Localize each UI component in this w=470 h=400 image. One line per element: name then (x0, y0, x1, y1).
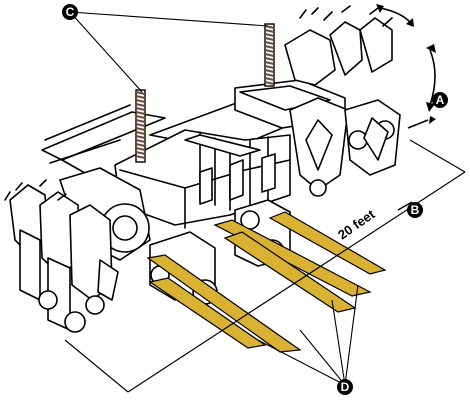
fin-tooth (264, 57, 275, 61)
fin-tooth (135, 155, 146, 159)
fin-tooth (264, 33, 275, 37)
guide-rails (146, 211, 387, 353)
fin-tooth (264, 29, 275, 33)
fin-tooth (264, 61, 275, 65)
fin-tooth (135, 91, 146, 95)
dimension-label: 20 feet (335, 206, 378, 242)
fin-tooth (135, 111, 146, 115)
rail-1 (146, 254, 302, 353)
fin-tooth (264, 45, 275, 49)
rail-2 (148, 277, 267, 349)
callout-d-label: D (341, 380, 350, 394)
fin-tooth (135, 119, 146, 123)
fin-tooth (135, 115, 146, 119)
fin-tooth (264, 77, 275, 81)
fin-tooth (264, 69, 275, 73)
fin-tooth (264, 65, 275, 69)
fin-tooth (135, 103, 146, 107)
fin-tooth (135, 131, 146, 135)
rail-3 (213, 219, 372, 297)
fin-tooth (135, 139, 146, 143)
callout-leaders (69, 11, 359, 386)
curved-arrow-side-icon (429, 49, 436, 106)
fin-tooth (135, 95, 146, 99)
callout-b-badge: B (407, 202, 423, 218)
fin-tooth (135, 99, 146, 103)
fin-tooth (264, 53, 275, 57)
callout-c-badge: C (62, 4, 78, 20)
callout-c-label: C (66, 5, 75, 19)
fin-tooth (264, 81, 275, 85)
rotation-arrows (376, 4, 436, 129)
curved-arrow-top-icon (379, 7, 411, 23)
seat-cluster-right (234, 5, 401, 197)
callout-b-label: B (411, 203, 420, 217)
fin-tooth (264, 73, 275, 77)
fin-tooth (135, 143, 146, 147)
fin-tooth (264, 37, 275, 41)
fin-right (264, 23, 275, 87)
ride-drawing (4, 5, 401, 333)
fin-tooth (264, 49, 275, 53)
fin-tooth (135, 151, 146, 155)
fin-tooth (135, 107, 146, 111)
fin-left (135, 89, 146, 163)
callout-d-badge: D (337, 379, 353, 395)
callout-a-label: A (436, 93, 445, 107)
fin-tooth (264, 41, 275, 45)
gondola-middle (114, 129, 291, 229)
fin-tooth (135, 123, 146, 127)
callout-a-badge: A (432, 92, 448, 108)
seat-cluster-left (4, 167, 151, 333)
fin-tooth (135, 147, 146, 151)
fin-tooth (135, 127, 146, 131)
fin-tooth (135, 135, 146, 139)
